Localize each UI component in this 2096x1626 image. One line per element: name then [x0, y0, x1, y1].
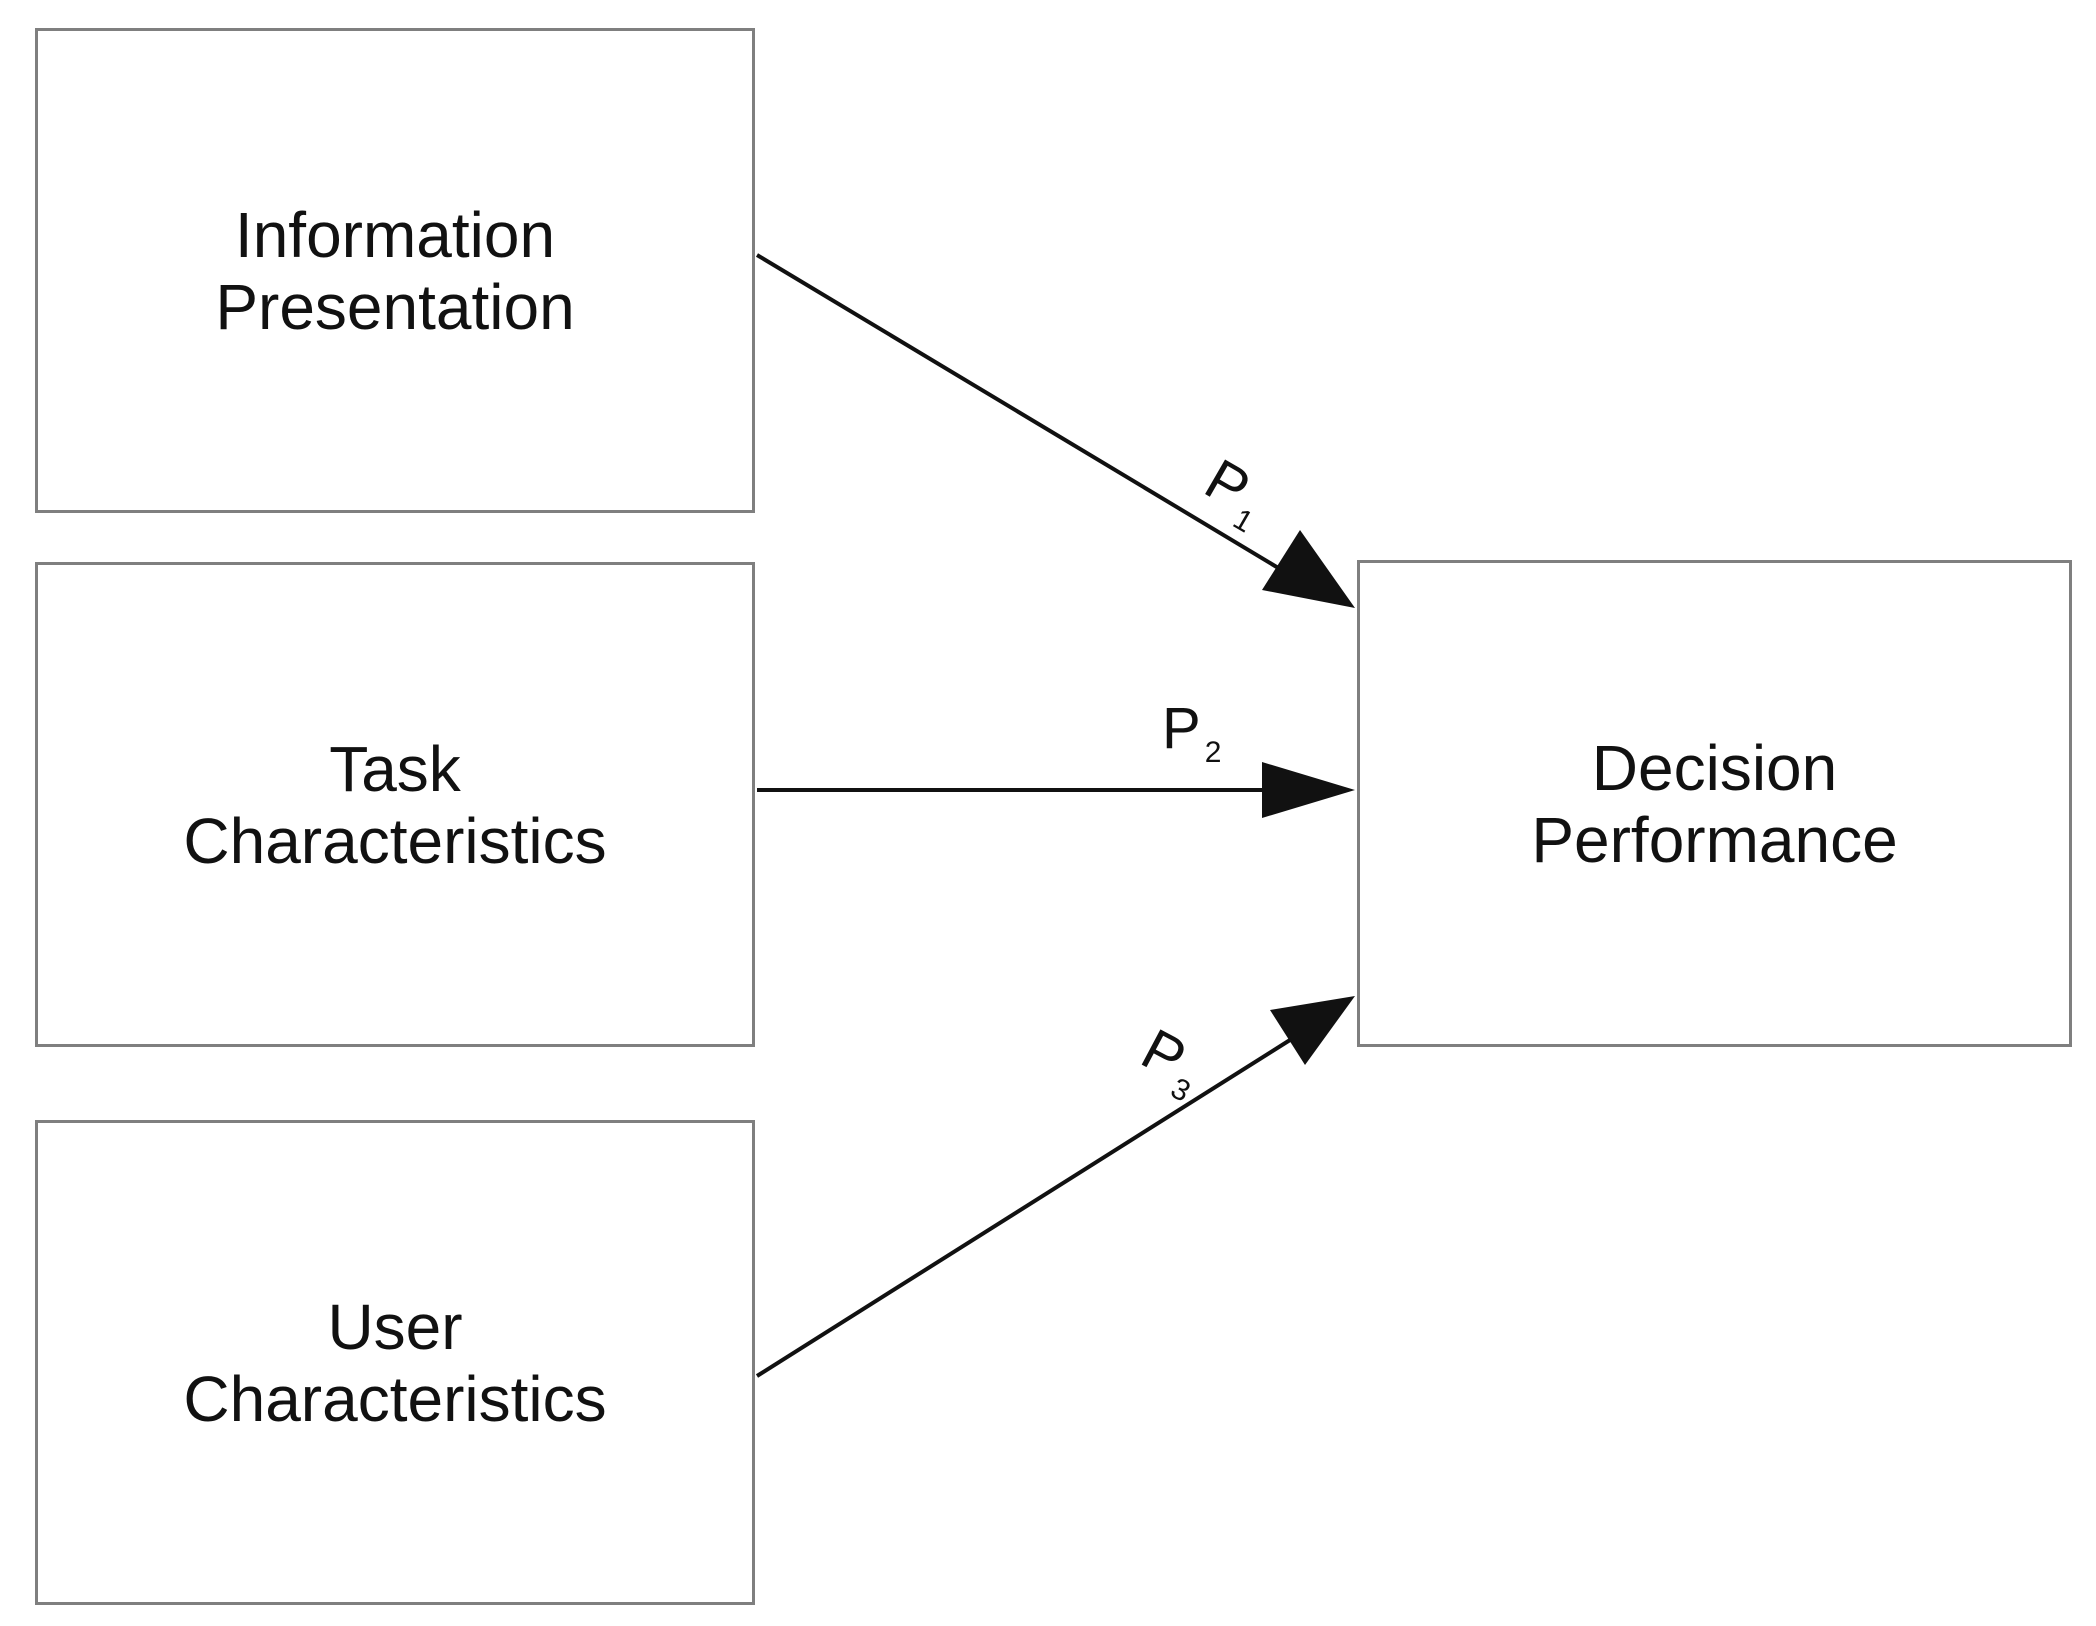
edge-label-subscript: 2	[1204, 736, 1222, 769]
node-label-line: User	[327, 1290, 463, 1363]
arrow-p3	[755, 996, 1355, 1378]
node-user-characteristics: User Characteristics	[35, 1120, 755, 1605]
edge-label-p3: P3	[1128, 1016, 1212, 1108]
edge-label-letter: P	[1162, 696, 1201, 761]
node-decision-performance: Decision Performance	[1357, 560, 2072, 1047]
node-label-line: Task	[329, 732, 461, 805]
node-information-presentation: Information Presentation	[35, 28, 755, 513]
node-label-line: Information	[234, 198, 556, 271]
arrow-p2	[757, 762, 1355, 818]
node-label-line: Characteristics	[183, 804, 607, 877]
node-label-line: Characteristics	[183, 1362, 607, 1435]
node-task-characteristics: Task Characteristics	[35, 562, 755, 1047]
node-label-line: Decision	[1591, 731, 1838, 804]
edge-label-p1: P1	[1191, 447, 1276, 540]
node-label-line: Performance	[1531, 803, 1898, 876]
node-label-line: Presentation	[215, 270, 575, 343]
arrow-p1	[755, 253, 1355, 608]
